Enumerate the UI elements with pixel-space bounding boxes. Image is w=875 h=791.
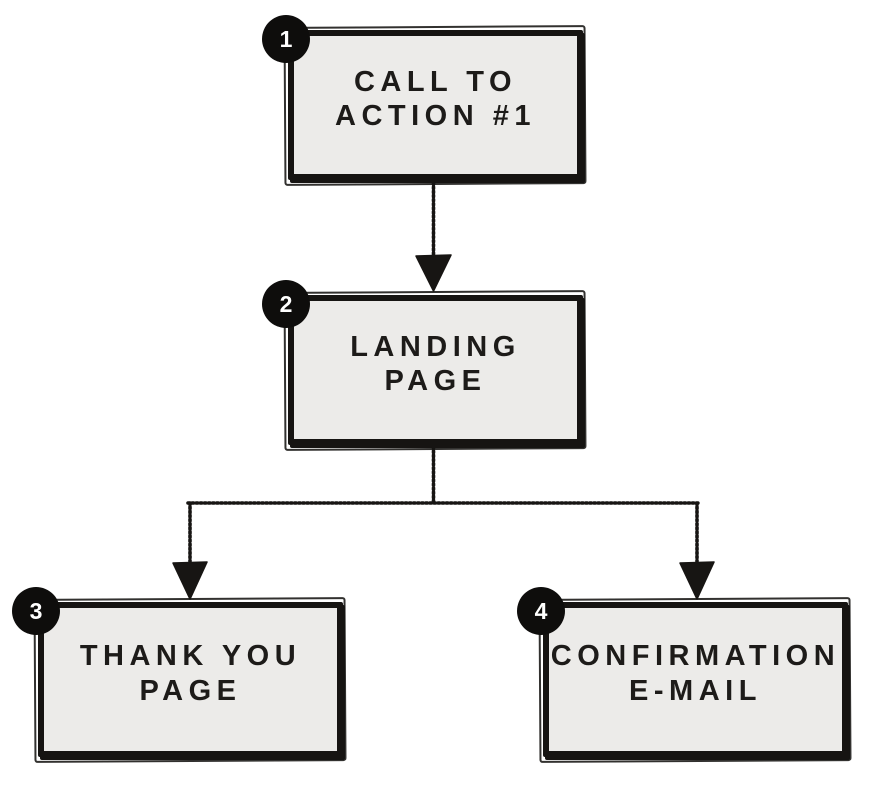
- arrow-down-icon: [679, 561, 715, 600]
- node-label: CONFIRMATION E-MAIL: [551, 639, 840, 719]
- node-label-line2: PAGE: [384, 365, 487, 397]
- step-number-badge: 4: [517, 587, 565, 635]
- flow-node-call-to-action: 1 CALL TO ACTION #1: [262, 15, 583, 180]
- arrow-down-icon: [172, 561, 208, 600]
- step-number-badge: 3: [12, 587, 60, 635]
- node-label-line1: CALL TO: [353, 65, 518, 98]
- connector-landing-branch: [186, 445, 701, 568]
- flow-node-landing-page: 2 LANDING PAGE: [262, 280, 583, 445]
- node-label-line1: LANDING: [350, 330, 521, 363]
- flow-node-confirmation-email: 4 CONFIRMATION E-MAIL: [517, 587, 848, 757]
- node-label: THANK YOU PAGE: [80, 639, 301, 719]
- node-label: CALL TO ACTION #1: [335, 65, 536, 145]
- node-label-line2: PAGE: [139, 674, 242, 707]
- step-number-badge: 2: [262, 280, 310, 328]
- node-label: LANDING PAGE: [350, 330, 521, 410]
- node-label-line2: E-MAIL: [629, 674, 762, 707]
- node-label-line2: ACTION #1: [335, 100, 536, 132]
- arrow-down-icon: [415, 254, 452, 292]
- flow-node-thank-you-page: 3 THANK YOU PAGE: [12, 587, 343, 757]
- node-label-line1: CONFIRMATION: [550, 640, 841, 673]
- node-label-line1: THANK YOU: [79, 640, 302, 673]
- step-number-badge: 1: [262, 15, 310, 63]
